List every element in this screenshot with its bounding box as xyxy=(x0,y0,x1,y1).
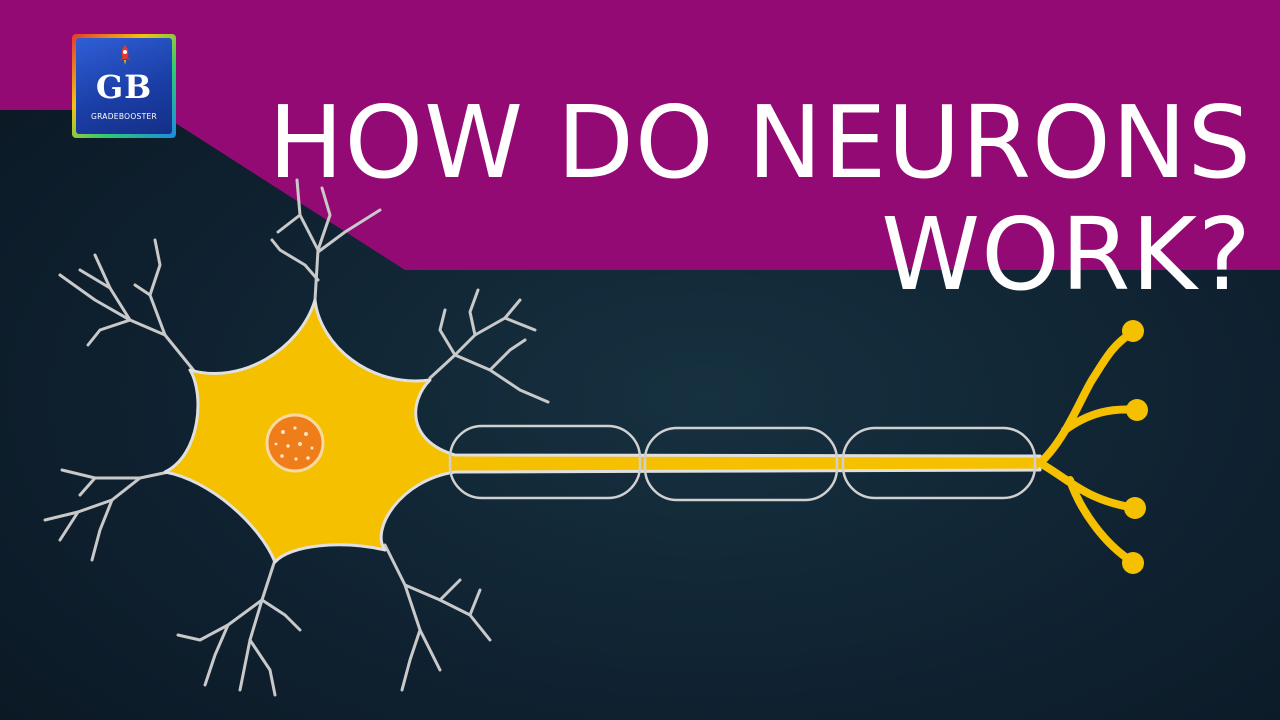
page-title: HOW DO NEURONS WORK? xyxy=(192,87,1252,311)
axon-terminal-bulb xyxy=(1126,399,1148,421)
myelin-sheath xyxy=(841,426,1037,500)
dendrites xyxy=(43,178,550,697)
axon-terminal-bulb xyxy=(1122,552,1144,574)
rocket-icon xyxy=(119,45,131,65)
myelin-sheath xyxy=(643,426,839,502)
axon-terminal-bulb xyxy=(1122,320,1144,342)
logo-letters: GB xyxy=(95,68,153,106)
nucleus xyxy=(265,413,325,473)
axon-terminals xyxy=(1036,320,1148,574)
logo-subtitle: GRADEBOOSTER xyxy=(90,112,158,121)
axon-terminal-bulb xyxy=(1124,497,1146,519)
title-line-1: HOW DO NEURONS xyxy=(268,84,1252,201)
cell-body xyxy=(163,298,1042,564)
title-line-2: WORK? xyxy=(881,196,1252,313)
gradebooster-logo: GB GRADEBOOSTER xyxy=(72,34,176,138)
myelin-sheath xyxy=(448,424,642,500)
myelin-sheaths xyxy=(448,424,1037,502)
